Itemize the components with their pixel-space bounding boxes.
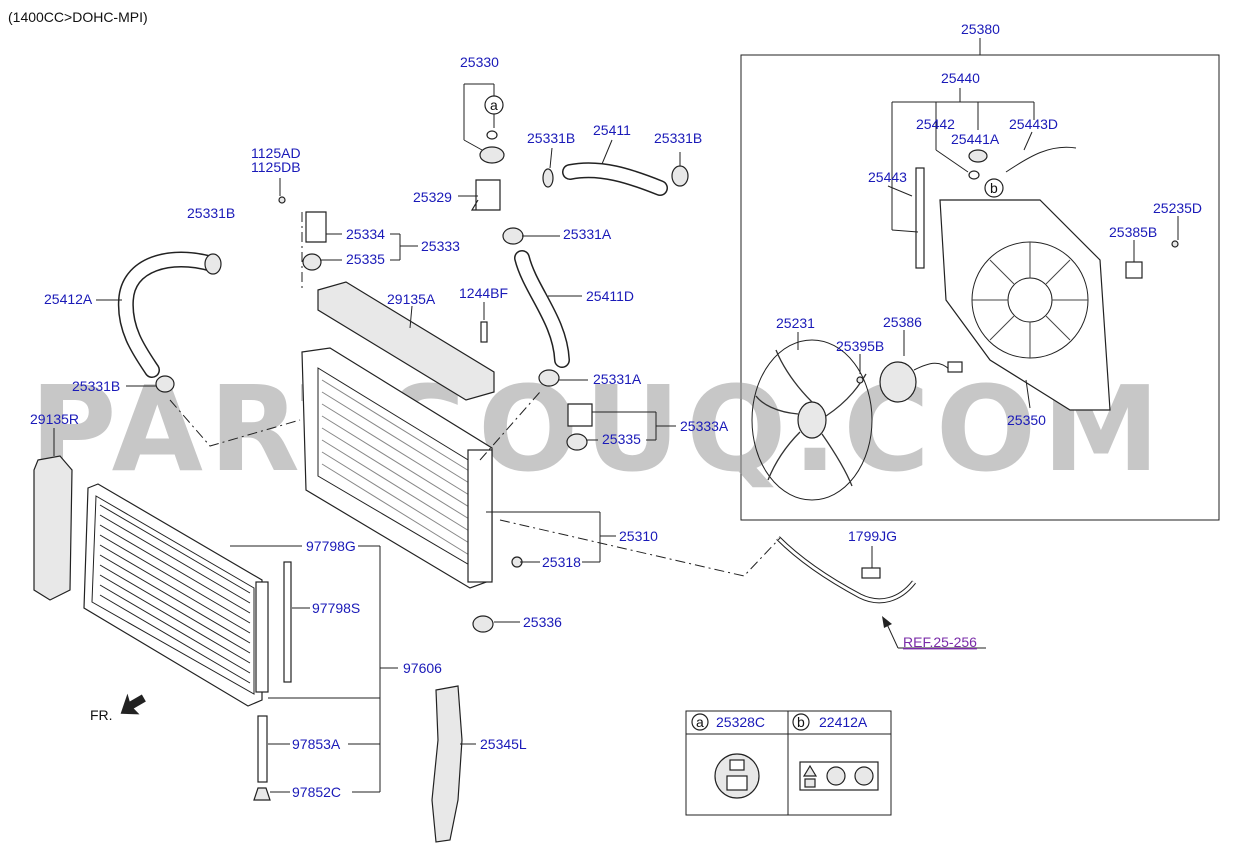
part-label[interactable]: 25333	[421, 238, 460, 254]
bolt[interactable]	[278, 196, 286, 204]
part-label[interactable]: 1125DB	[251, 159, 301, 175]
part-label[interactable]: 25331A	[563, 226, 612, 242]
marker-a	[484, 95, 504, 115]
part-label[interactable]: 25385B	[1109, 224, 1157, 240]
air-guard-left[interactable]	[431, 685, 463, 843]
part-label[interactable]: 25329	[413, 189, 452, 205]
part-label[interactable]: 25333A	[680, 418, 729, 434]
marker-b	[984, 178, 1004, 198]
part-label[interactable]: 25350	[1007, 412, 1046, 428]
part-label[interactable]: 25331B	[187, 205, 235, 221]
part-label[interactable]: 29135R	[30, 411, 79, 427]
part-label[interactable]: 25335	[346, 251, 385, 267]
legend-table: a 25328C b 22412A	[685, 710, 892, 816]
part-label[interactable]: 25412A	[44, 291, 93, 307]
cap-seal[interactable]	[968, 170, 980, 180]
insulator[interactable]	[302, 253, 322, 271]
radiator[interactable]	[301, 347, 493, 589]
hose-clamp[interactable]	[542, 168, 554, 188]
screw[interactable]	[856, 376, 864, 384]
cap-label-icon	[714, 753, 760, 799]
part-label[interactable]: 25443	[868, 169, 907, 185]
part-label[interactable]: 25334	[346, 226, 385, 242]
part-label[interactable]: 97852C	[292, 784, 341, 800]
part-label[interactable]: 97798S	[312, 600, 360, 616]
oil-cooler-line[interactable]	[776, 536, 916, 604]
ref-arrow-icon	[882, 616, 892, 628]
drier-plug[interactable]	[253, 787, 271, 801]
overflow-hose[interactable]	[1005, 146, 1077, 173]
front-arrow-icon	[120, 693, 146, 715]
hose-clamp[interactable]	[538, 369, 560, 387]
part-label[interactable]: 25411D	[586, 288, 634, 304]
part-label[interactable]: 25443D	[1009, 116, 1058, 132]
legend-part-a[interactable]: 25328C	[716, 714, 765, 730]
bracket[interactable]	[567, 403, 593, 427]
condenser[interactable]	[83, 483, 263, 707]
reservoir-hose[interactable]	[915, 167, 925, 269]
part-label[interactable]: 1244BF	[459, 285, 508, 301]
part-label[interactable]: 25336	[523, 614, 562, 630]
fan-motor[interactable]	[879, 361, 963, 403]
part-label[interactable]: 1799JG	[848, 528, 897, 544]
part-label[interactable]: 25380	[961, 21, 1000, 37]
insulator[interactable]	[566, 433, 588, 451]
hose-clamp[interactable]	[204, 253, 222, 275]
page-title: (1400CC>DOHC-MPI)	[8, 9, 148, 25]
clip[interactable]	[861, 567, 881, 579]
air-guard-right[interactable]	[33, 455, 73, 601]
receiver-drier[interactable]	[255, 581, 269, 693]
part-label[interactable]: 25330	[460, 54, 499, 70]
hose-clamp[interactable]	[155, 375, 175, 393]
part-label[interactable]: 25235D	[1153, 200, 1202, 216]
part-label[interactable]: 97606	[403, 660, 442, 676]
reservoir-cap[interactable]	[968, 149, 988, 163]
resistor[interactable]	[1125, 261, 1143, 279]
part-label[interactable]: 25442	[916, 116, 955, 132]
hose-clamp[interactable]	[671, 165, 689, 187]
part-label[interactable]: 25310	[619, 528, 658, 544]
ref-link[interactable]: REF.25-256	[903, 634, 977, 650]
fan[interactable]	[751, 339, 873, 501]
part-label[interactable]: 25331B	[527, 130, 575, 146]
part-label[interactable]: 97798G	[306, 538, 356, 554]
desiccant[interactable]	[257, 715, 268, 783]
part-label[interactable]: 25318	[542, 554, 581, 570]
fan-shroud[interactable]	[939, 199, 1111, 411]
warning-label-icon	[799, 761, 879, 791]
part-label[interactable]: 25345L	[480, 736, 527, 752]
legend-marker-a: a	[696, 714, 704, 730]
part-label[interactable]: 25331A	[593, 371, 642, 387]
part-label[interactable]: 25395B	[836, 338, 884, 354]
part-label[interactable]: 25386	[883, 314, 922, 330]
part-label[interactable]: 25331B	[72, 378, 120, 394]
front-label: FR.	[90, 707, 113, 723]
part-label[interactable]: 29135A	[387, 291, 436, 307]
screw[interactable]	[1171, 240, 1179, 248]
radiator-cap[interactable]	[479, 146, 505, 164]
part-label[interactable]: 25440	[941, 70, 980, 86]
part-label[interactable]: 25441A	[951, 131, 1000, 147]
filler-neck[interactable]	[470, 179, 501, 211]
part-label[interactable]: 25335	[602, 431, 641, 447]
radiator-upper-cover[interactable]	[317, 281, 495, 401]
marker-a-label: a	[490, 97, 498, 113]
hose-clamp[interactable]	[502, 227, 524, 245]
marker-b-label: b	[990, 180, 998, 196]
part-label[interactable]: 25331B	[654, 130, 702, 146]
part-label[interactable]: 25231	[776, 315, 815, 331]
legend-part-b[interactable]: 22412A	[819, 714, 868, 730]
seal-strip[interactable]	[283, 561, 292, 683]
bracket[interactable]	[305, 211, 327, 243]
cap-seal[interactable]	[486, 130, 498, 140]
insulator-lower[interactable]	[472, 615, 494, 633]
part-label[interactable]: 25411	[593, 122, 631, 138]
part-label[interactable]: 97853A	[292, 736, 341, 752]
bolt[interactable]	[480, 321, 488, 343]
part-label[interactable]: 1125AD	[251, 145, 301, 161]
watermark: PARTSOUQ.COM	[30, 360, 1166, 498]
legend-marker-b: b	[797, 714, 805, 730]
